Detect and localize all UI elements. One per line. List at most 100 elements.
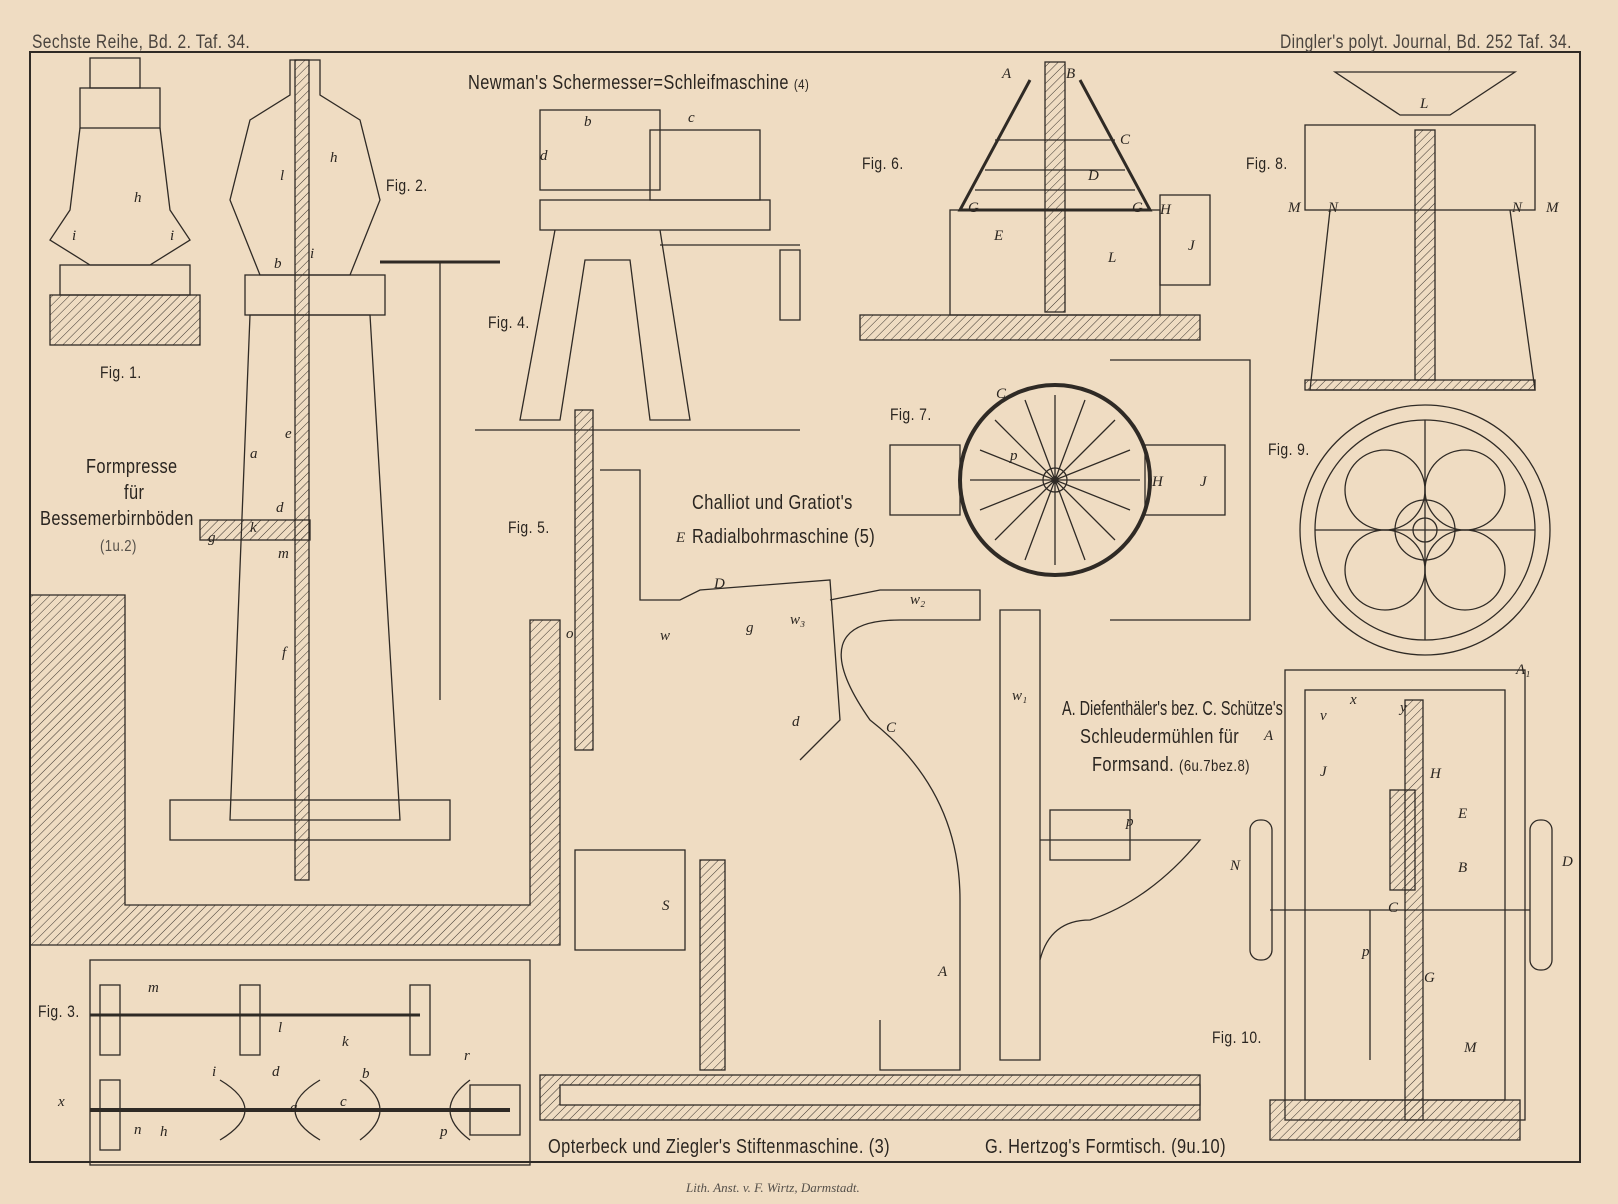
title-formpresse-1: Formpresse [86,456,178,478]
part-letter: a [290,1100,298,1116]
fig-label-9: Fig. 9. [1268,440,1310,459]
fig5-drawing [539,409,1202,1121]
title-challiot-ref: (5) [853,526,876,548]
title-hertzog-ref: (9u.10) [1171,1136,1226,1158]
fig10-drawing [1249,669,1553,1141]
fig-label-8: Fig. 8. [1246,154,1288,173]
part-letter: N [1512,200,1523,216]
title-opterbeck-ref: (3) [868,1136,891,1158]
part-letter: r [464,1048,470,1064]
part-letter: M [1288,200,1301,216]
part-letter: E [994,228,1004,244]
title-challiot-1: Challiot und Gratiot's [692,492,853,514]
part-letter: G [968,200,979,216]
part-letter: x [1350,692,1357,708]
part-letter: k [250,520,257,536]
part-letter: E [676,530,686,546]
header-series: Sechste Reihe, Bd. 2. Taf. 34. [32,32,251,53]
part-letter: a [250,446,258,462]
part-letter: w₁ [1012,688,1028,704]
title-opterbeck-text: Opterbeck und Ziegler's Stiftenmaschine. [548,1136,864,1158]
title-formpresse-ref: (1u.2) [100,538,137,555]
fig9-drawing [1299,404,1551,656]
part-letter: h [160,1124,168,1140]
fig1-drawing [49,57,201,346]
fig4-drawing [475,109,801,431]
part-letter: v [1320,708,1327,724]
header-journal: Dingler's polyt. Journal, Bd. 252 Taf. 3… [1280,32,1572,53]
part-letter: H [1430,766,1441,782]
part-letter: H [1152,474,1163,490]
part-letter: p [440,1124,448,1140]
part-letter: h [134,190,142,206]
part-letter: o [566,626,574,642]
title-diefen-2: Schleudermühlen für [1080,726,1240,748]
part-letter: L [1108,250,1117,266]
part-letter: J [1200,474,1207,490]
part-letter: C [886,720,897,736]
part-letter: d [272,1064,280,1080]
part-letter: J [1320,764,1327,780]
title-opterbeck: Opterbeck und Ziegler's Stiftenmaschine.… [548,1136,890,1159]
title-formpresse-3: Bessemerbirnböden [40,508,194,530]
part-letter: w₂ [910,592,926,608]
part-letter: p [1126,814,1134,830]
title-newman-ref: (4) [793,76,810,92]
title-diefen-3-text: Formsand. [1092,754,1175,776]
part-letter: c [340,1094,347,1110]
part-letter: b [362,1066,370,1082]
part-letter: l [280,168,285,184]
title-diefen-3: Formsand. (6u.7bez.8) [1092,754,1250,777]
part-letter: C [1120,132,1131,148]
fig7-drawing [889,359,1251,621]
part-letter: m [278,546,289,562]
part-letter: b [274,256,282,272]
fig6-drawing [859,61,1211,341]
plate-border [29,51,1581,1163]
fig-label-6: Fig. 6. [862,154,904,173]
part-letter: G [1424,970,1435,986]
part-letter: J [1188,238,1195,254]
fig-label-3: Fig. 3. [38,1002,80,1021]
fig-label-4: Fig. 4. [488,313,530,332]
title-challiot-2: Radialbohrmaschine (5) [692,526,875,549]
part-letter: k [342,1034,349,1050]
part-letter: H [1160,202,1171,218]
fig2-drawing [169,59,500,881]
part-letter: d [792,714,800,730]
part-letter: h [330,150,338,166]
title-newman-text: Newman's Schermesser=Schleifmaschine [468,72,789,94]
title-challiot-2-text: Radialbohrmaschine [692,526,849,548]
part-letter: n [134,1122,142,1138]
part-letter: p [1010,448,1018,464]
part-letter: C [996,386,1007,402]
lithographer-imprint: Lith. Anst. v. F. Wirtz, Darmstadt. [686,1180,860,1195]
part-letter: A [938,964,948,980]
part-letter: A₁ [1516,662,1531,678]
part-letter: w₃ [790,612,806,628]
part-letter: x [58,1094,65,1110]
part-letter: G [1132,200,1143,216]
title-hertzog-text: G. Hertzog's Formtisch. [985,1136,1167,1158]
part-letter: e [285,426,292,442]
part-letter: p [1362,944,1370,960]
part-letter: D [1562,854,1573,870]
part-letter: i [170,228,175,244]
part-letter: f [282,645,287,661]
title-newman: Newman's Schermesser=Schleifmaschine (4) [468,72,809,95]
part-letter: M [1546,200,1559,216]
fig-label-5: Fig. 5. [508,518,550,537]
part-letter: B [1066,66,1076,82]
part-letter: i [310,246,315,262]
fig-label-7: Fig. 7. [890,405,932,424]
part-letter: g [208,530,216,546]
part-letter: N [1230,858,1241,874]
part-letter: E [1458,806,1468,822]
fig8-drawing [1304,71,1536,391]
part-letter: i [212,1064,217,1080]
part-letter: m [148,980,159,996]
part-letter: A [1002,66,1012,82]
part-letter: g [746,620,754,636]
fig3-drawing [89,959,531,1166]
